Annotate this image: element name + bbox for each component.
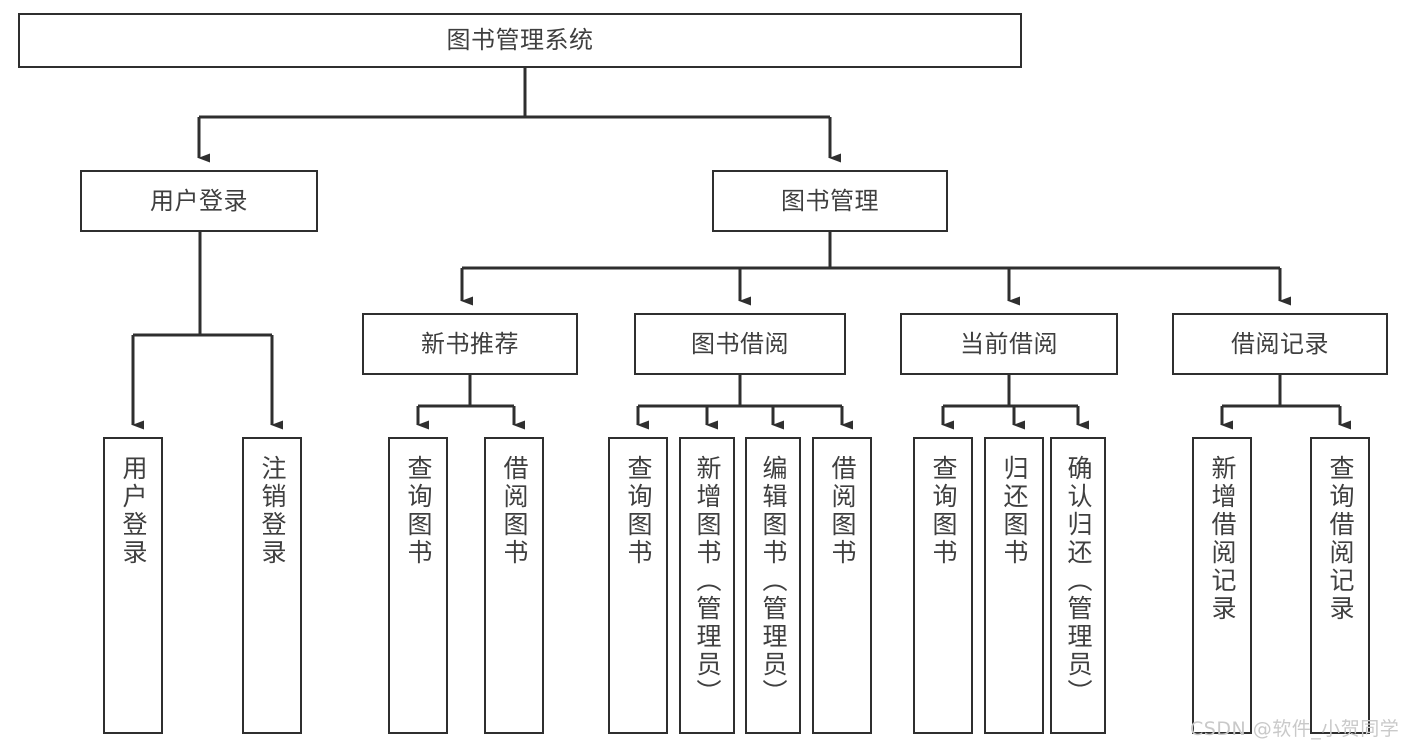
node-leaf-return-book[interactable]: 归还图书: [984, 437, 1044, 734]
node-leaf-return-book-label: 归还图书: [1000, 455, 1029, 567]
node-leaf-query-borrow-record-label: 查询借阅记录: [1326, 455, 1355, 623]
node-current-borrow-label: 当前借阅: [960, 329, 1058, 358]
node-borrow-record-label: 借阅记录: [1231, 329, 1329, 358]
node-leaf-user-logout-label: 注销登录: [258, 455, 287, 567]
node-root-system-label: 图书管理系统: [446, 26, 594, 55]
csdn-watermark: CSDN @软件_小贺同学: [1190, 718, 1400, 740]
node-new-book-recommend[interactable]: 新书推荐: [362, 313, 578, 375]
node-user-login-label: 用户登录: [150, 186, 248, 215]
node-leaf-query-book-3-label: 查询图书: [929, 455, 958, 567]
node-leaf-query-book-2[interactable]: 查询图书: [608, 437, 668, 734]
node-current-borrow[interactable]: 当前借阅: [900, 313, 1118, 375]
node-leaf-borrow-book-1[interactable]: 借阅图书: [484, 437, 544, 734]
node-leaf-add-book-admin-label: 新增图书（管理员）: [693, 455, 722, 707]
node-leaf-borrow-book-2[interactable]: 借阅图书: [812, 437, 872, 734]
node-leaf-confirm-return-admin-label: 确认归还（管理员）: [1064, 455, 1093, 707]
node-leaf-edit-book-admin-label: 编辑图书（管理员）: [759, 455, 788, 707]
node-leaf-query-book-1-label: 查询图书: [404, 455, 433, 567]
node-book-manage[interactable]: 图书管理: [712, 170, 948, 232]
node-root-system[interactable]: 图书管理系统: [18, 13, 1022, 68]
node-book-borrow-label: 图书借阅: [691, 329, 789, 358]
node-leaf-add-book-admin[interactable]: 新增图书（管理员）: [679, 437, 735, 734]
node-leaf-user-logout[interactable]: 注销登录: [242, 437, 302, 734]
node-leaf-edit-book-admin[interactable]: 编辑图书（管理员）: [745, 437, 801, 734]
node-leaf-add-borrow-record-label: 新增借阅记录: [1208, 455, 1237, 623]
node-leaf-query-borrow-record[interactable]: 查询借阅记录: [1310, 437, 1370, 734]
node-leaf-query-book-1[interactable]: 查询图书: [388, 437, 448, 734]
node-leaf-query-book-2-label: 查询图书: [624, 455, 653, 567]
node-leaf-confirm-return-admin[interactable]: 确认归还（管理员）: [1050, 437, 1106, 734]
node-leaf-user-login[interactable]: 用户登录: [103, 437, 163, 734]
node-new-book-recommend-label: 新书推荐: [421, 329, 519, 358]
node-leaf-user-login-label: 用户登录: [119, 455, 148, 567]
node-leaf-add-borrow-record[interactable]: 新增借阅记录: [1192, 437, 1252, 734]
node-leaf-query-book-3[interactable]: 查询图书: [913, 437, 973, 734]
node-leaf-borrow-book-1-label: 借阅图书: [500, 455, 529, 567]
node-leaf-borrow-book-2-label: 借阅图书: [828, 455, 857, 567]
node-book-borrow[interactable]: 图书借阅: [634, 313, 846, 375]
node-borrow-record[interactable]: 借阅记录: [1172, 313, 1388, 375]
node-book-manage-label: 图书管理: [781, 186, 879, 215]
node-user-login[interactable]: 用户登录: [80, 170, 318, 232]
